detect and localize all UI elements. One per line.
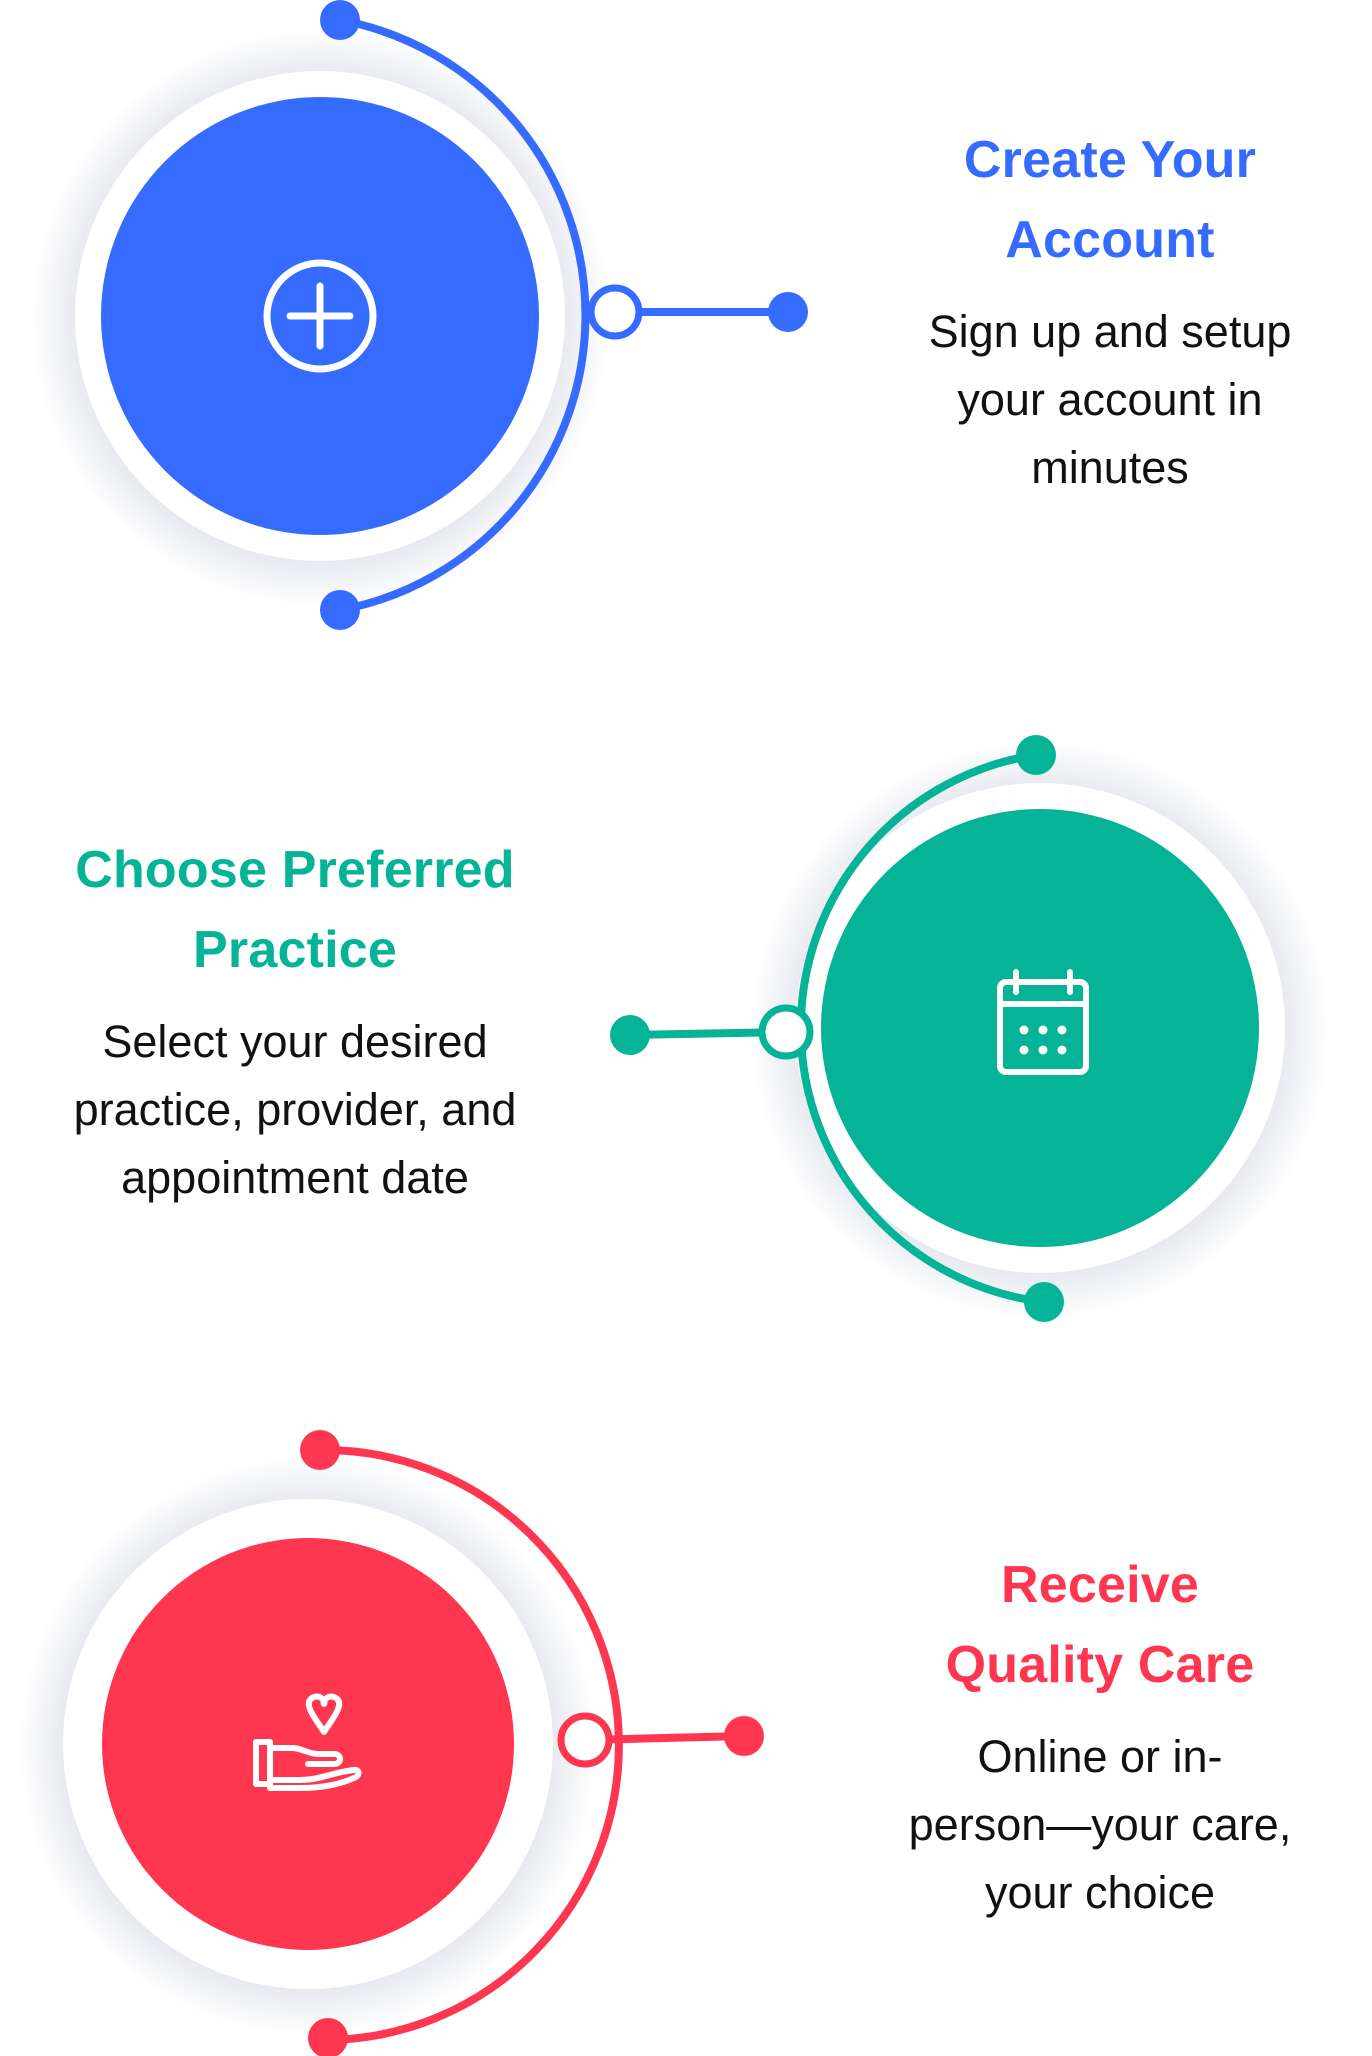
step-3-disc	[102, 1538, 514, 1950]
step-1-desc-line-2: your account in	[957, 374, 1263, 425]
step-2-arc-bottom-dot	[1024, 1282, 1064, 1322]
step-1-arc-top-dot	[320, 0, 360, 40]
step-1-title-line-2: Account	[1005, 211, 1215, 269]
step-3-connector-node	[557, 1712, 613, 1768]
step-2-description: Select your desired practice, provider, …	[40, 1008, 550, 1212]
calendar-icon	[997, 969, 1089, 1075]
step-1-desc-line-3: minutes	[1031, 442, 1189, 493]
step-3-arc-bottom-dot	[308, 2018, 348, 2056]
step-2-desc-line-2: practice, provider, and	[73, 1084, 517, 1135]
step-1-title-line-1: Create Your	[963, 131, 1257, 189]
step-2-connector-dot	[610, 1015, 650, 1055]
hand-heart-icon	[253, 1693, 362, 1791]
step-3-title: Receive Quality Care	[880, 1545, 1320, 1705]
step-3-desc-line-1: Online or in-	[977, 1731, 1223, 1782]
step-1-text: Create Your Account Sign up and setup yo…	[880, 120, 1340, 502]
step-2-arc-top-dot	[1016, 735, 1056, 775]
step-3-desc-line-2: person—your care,	[908, 1799, 1292, 1850]
step-2-title-line-1: Choose Preferred	[75, 841, 515, 899]
step-2-title-line-2: Practice	[193, 921, 397, 979]
step-3-description: Online or in- person—your care, your cho…	[880, 1723, 1320, 1927]
step-1-connector-dot	[768, 292, 808, 332]
step-3-text: Receive Quality Care Online or in- perso…	[880, 1545, 1320, 1927]
step-1-arc-bottom-dot	[320, 590, 360, 630]
step-3-title-line-2: Quality Care	[945, 1636, 1255, 1694]
step-3-graphic	[18, 1430, 764, 2056]
step-3-desc-line-3: your choice	[984, 1867, 1216, 1918]
step-1-desc-line-1: Sign up and setup	[928, 306, 1292, 357]
step-3-title-line-1: Receive	[1001, 1556, 1199, 1614]
step-1-connector-node	[587, 284, 643, 340]
step-2-title: Choose Preferred Practice	[40, 830, 550, 990]
step-2-desc-line-3: appointment date	[121, 1152, 469, 1203]
step-2-desc-line-1: Select your desired	[102, 1016, 488, 1067]
step-1-description: Sign up and setup your account in minute…	[880, 298, 1340, 502]
step-2-graphic	[610, 735, 1330, 1322]
plus-circle-icon	[263, 259, 377, 373]
step-3-arc-top-dot	[300, 1430, 340, 1470]
step-2-connector-node	[758, 1004, 814, 1060]
step-3-connector-dot	[724, 1716, 764, 1756]
step-1-arc	[339, 16, 590, 614]
step-2-text: Choose Preferred Practice Select your de…	[40, 830, 550, 1212]
step-1-graphic	[30, 0, 808, 630]
step-1-title: Create Your Account	[880, 120, 1340, 280]
